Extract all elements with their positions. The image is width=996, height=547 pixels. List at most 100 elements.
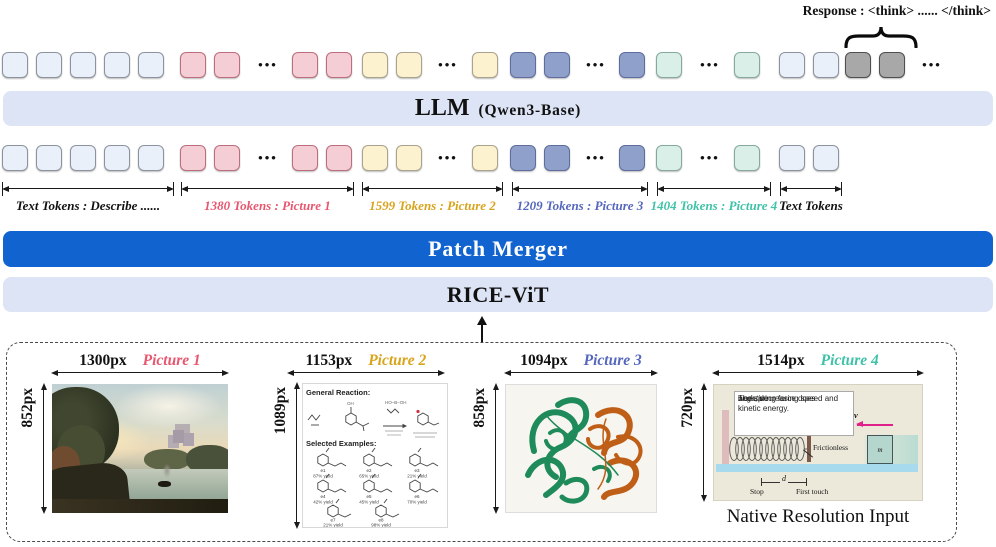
distance-measure: d <box>761 474 807 486</box>
token-teal <box>734 52 760 78</box>
wall <box>722 410 729 464</box>
segment-picture-2: 1599 Tokens : Picture 2 <box>362 182 503 213</box>
token-pink <box>292 145 318 171</box>
token-lightblue <box>70 145 96 171</box>
token-pink <box>326 52 352 78</box>
picture-4-height-arrow <box>699 383 708 502</box>
segment-label: 1404 Tokens : Picture 4 <box>650 198 778 213</box>
svg-text:45% yield: 45% yield <box>359 500 379 505</box>
svg-text:Selected Examples:: Selected Examples: <box>306 439 376 448</box>
token-lightblue <box>779 145 805 171</box>
segment-text-tokens-right: Text Tokens <box>779 182 843 213</box>
segment-picture-1: 1380 Tokens : Picture 1 <box>181 182 354 213</box>
token-group-blue <box>619 52 645 78</box>
svg-text:70% yield: 70% yield <box>407 500 427 505</box>
token-group-teal <box>656 52 682 78</box>
ellipsis: ••• <box>258 57 278 72</box>
token-lightblue <box>779 52 805 78</box>
picture-2-height-arrow <box>292 382 301 529</box>
picture-4-width-arrow <box>712 368 924 377</box>
picture-4-name: Picture 4 <box>820 352 879 369</box>
svg-text:e5: e5 <box>366 494 372 499</box>
picture-1-header: 1300px Picture 1 <box>52 352 228 370</box>
physics-caption: The spring force does negative work, dec… <box>734 391 854 436</box>
native-resolution-box <box>6 342 957 542</box>
token-lightblue <box>2 52 28 78</box>
token-lightblue <box>813 52 839 78</box>
svg-text:e4: e4 <box>320 494 326 499</box>
svg-text:42% yield: 42% yield <box>313 500 333 505</box>
spring-end-cap <box>807 436 811 462</box>
token-pink <box>180 52 206 78</box>
ellipsis: ••• <box>438 150 458 165</box>
picture-4-height: 720px <box>679 388 696 428</box>
svg-text:e7: e7 <box>330 518 336 523</box>
token-group-yellow <box>362 52 422 78</box>
token-group-pink <box>180 145 240 171</box>
token-lightblue <box>36 52 62 78</box>
llm-title: LLM <box>414 95 470 121</box>
ellipsis: ••• <box>700 57 720 72</box>
picture-3-name: Picture 3 <box>583 352 642 369</box>
spring-coil <box>729 437 809 461</box>
token-blue <box>544 52 570 78</box>
picture-3-height: 858px <box>471 388 488 428</box>
llm-subtitle: (Qwen3-Base) <box>478 102 582 119</box>
token-blue <box>619 52 645 78</box>
token-pink <box>214 52 240 78</box>
token-group-teal <box>656 145 682 171</box>
token-group-pink <box>292 52 352 78</box>
segment-text-tokens-left: Text Tokens : Describe ...... <box>2 182 174 213</box>
response-label: Response : <think> ...... </think> <box>802 3 991 18</box>
svg-text:21% yield: 21% yield <box>323 523 343 528</box>
picture-2-width: 1153px <box>305 352 353 369</box>
token-blue <box>619 145 645 171</box>
input-to-vit-arrow <box>476 316 488 342</box>
segment-label: Text Tokens <box>779 198 843 213</box>
token-group-gray <box>845 52 905 78</box>
svg-text:87% yield: 87% yield <box>313 474 333 479</box>
svg-text:HO–B–OH: HO–B–OH <box>385 400 407 405</box>
patch-merger-bar: Patch Merger <box>3 231 993 267</box>
ellipsis: ••• <box>258 150 278 165</box>
segment-label: 1209 Tokens : Picture 3 <box>516 198 644 213</box>
velocity-arrow <box>856 421 893 427</box>
floor <box>716 464 918 472</box>
patch-merger-label: Patch Merger <box>428 236 568 261</box>
token-group-teal <box>734 145 760 171</box>
token-yellow <box>472 52 498 78</box>
mass-block: m <box>867 435 893 464</box>
token-teal <box>734 145 760 171</box>
rice-vit-label: RICE-ViT <box>446 281 550 307</box>
segment-label: 1380 Tokens : Picture 1 <box>204 198 331 213</box>
token-group-lightblue <box>779 145 839 171</box>
ellipsis: ••• <box>586 57 606 72</box>
token-pink <box>214 145 240 171</box>
segment-picture-3: 1209 Tokens : Picture 3 <box>512 182 648 213</box>
picture-4-physics-figure: k The spring force does negative work, d… <box>713 384 923 501</box>
svg-text:e6: e6 <box>414 494 420 499</box>
token-lightblue <box>813 145 839 171</box>
token-pink <box>180 145 206 171</box>
token-gray <box>845 52 871 78</box>
picture-1-width-arrow <box>51 368 229 377</box>
token-group-yellow <box>472 52 498 78</box>
picture-3-height-arrow <box>491 383 500 514</box>
token-lightblue <box>104 145 130 171</box>
token-gray <box>879 52 905 78</box>
token-group-yellow <box>362 145 422 171</box>
token-yellow <box>396 145 422 171</box>
token-group-lightblue <box>2 52 164 78</box>
token-group-blue <box>510 52 570 78</box>
picture-2-width-arrow <box>287 368 445 377</box>
velocity-label: v⃗ <box>854 410 865 420</box>
token-group-yellow <box>472 145 498 171</box>
token-group-pink <box>180 52 240 78</box>
svg-text:21% yield: 21% yield <box>407 474 427 479</box>
picture-3-width-arrow <box>504 368 658 377</box>
token-blue <box>544 145 570 171</box>
picture-2-name: Picture 2 <box>368 352 427 369</box>
segment-picture-4: 1404 Tokens : Picture 4 <box>651 182 777 213</box>
token-group-blue <box>510 145 570 171</box>
